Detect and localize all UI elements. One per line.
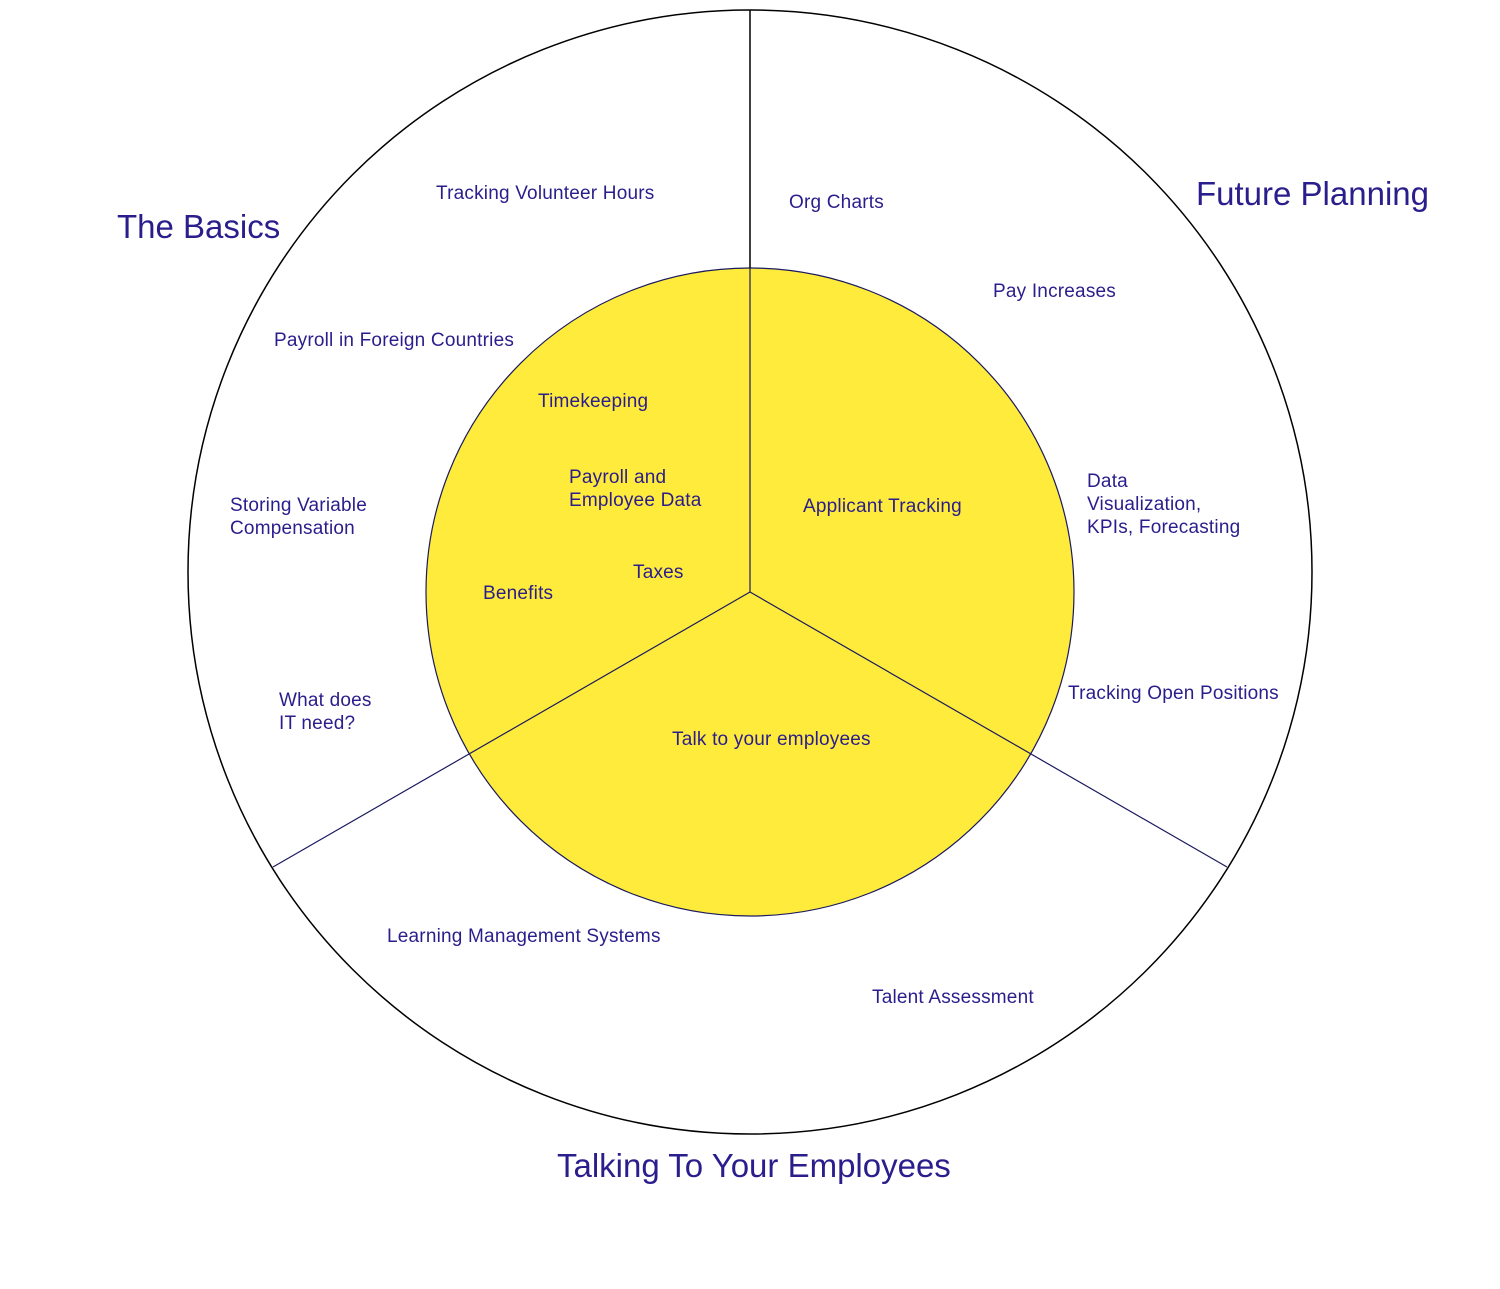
item-benefits: Benefits <box>483 583 554 604</box>
divider-lower-right <box>749 591 1228 868</box>
item-payroll-foreign-countries: Payroll in Foreign Countries <box>274 330 515 351</box>
item-payroll-employee-data: Payroll and Employee Data <box>569 467 702 511</box>
item-pay-increases: Pay Increases <box>993 281 1116 302</box>
item-what-does-it-need: What does IT need? <box>279 690 372 734</box>
item-talk-to-employees: Talk to your employees <box>672 729 871 750</box>
item-applicant-tracking: Applicant Tracking <box>803 496 962 517</box>
section-title-future: Future Planning <box>1196 175 1429 212</box>
item-talent-assessment: Talent Assessment <box>872 987 1034 1008</box>
item-tracking-volunteer-hours: Tracking Volunteer Hours <box>436 183 655 204</box>
section-title-talking: Talking To Your Employees <box>557 1147 951 1184</box>
divider-lower-left <box>272 591 751 868</box>
item-learning-management-systems: Learning Management Systems <box>387 926 661 947</box>
item-data-visualization: Data Visualization, KPIs, Forecasting <box>1087 471 1241 538</box>
item-timekeeping: Timekeeping <box>538 391 649 412</box>
item-tracking-open-positions: Tracking Open Positions <box>1068 683 1279 704</box>
section-title-basics: The Basics <box>117 208 281 245</box>
item-org-charts: Org Charts <box>789 192 884 213</box>
item-taxes: Taxes <box>633 562 684 583</box>
item-storing-variable-compensation: Storing Variable Compensation <box>230 495 367 539</box>
